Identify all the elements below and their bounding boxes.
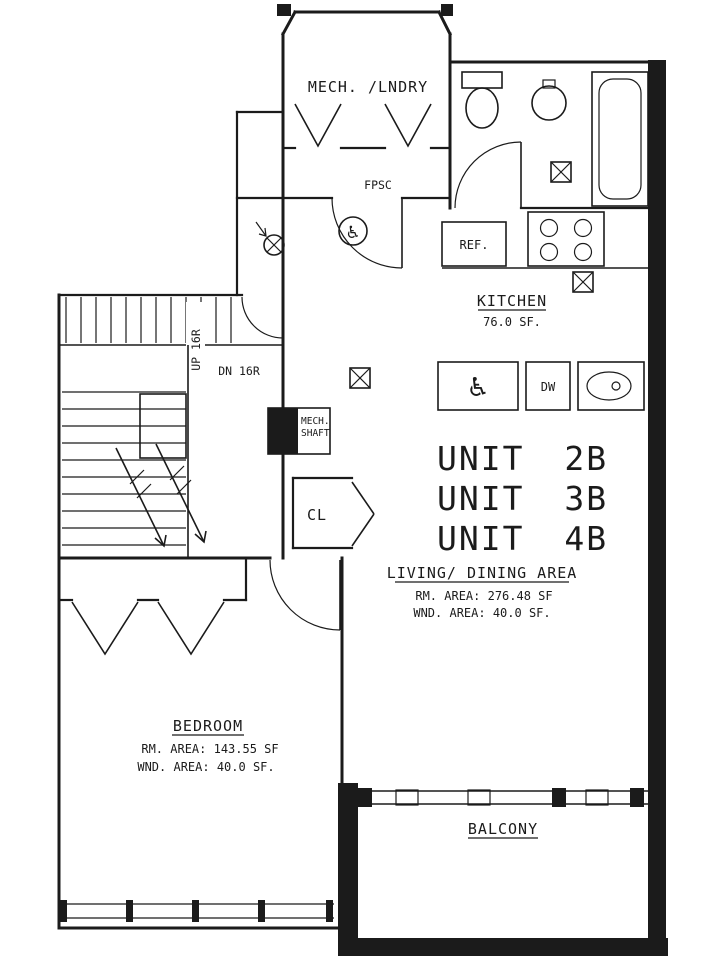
stair-door-swing: [241, 296, 284, 339]
unit-title-2: UNIT 3B: [437, 479, 608, 518]
bedroom-window: [60, 900, 334, 922]
balcony-bottom-wall: [338, 938, 668, 956]
living-dining-label: LIVING/ DINING AREA: [387, 564, 578, 582]
closet-door-icon: [351, 481, 375, 515]
unit-title-1: UNIT 2B: [437, 439, 608, 478]
mech-lndry-room: MECH. /LNDRY: [280, 9, 453, 560]
entry-door-swing: [331, 197, 403, 269]
kitchen: REF. KITCHEN 76.0 SF. ♿ DW: [349, 211, 648, 411]
dishwasher-label: DW: [541, 380, 556, 394]
keynote-arrow-icon: [258, 227, 267, 237]
toilet-icon: [465, 87, 499, 129]
toilet-tank: [461, 71, 503, 89]
thick-walls: [277, 4, 668, 956]
bedroom: BEDROOM RM. AREA: 143.55 SF WND. AREA: 4…: [57, 556, 350, 930]
bathtub-icon: [591, 71, 649, 207]
junction-box-icon: [349, 367, 371, 389]
range-stove: [527, 211, 605, 267]
dishwasher: [525, 361, 571, 411]
wheelchair-icon: ♿: [466, 373, 489, 403]
closet: CL: [291, 476, 375, 550]
mech-lndry-label: MECH. /LNDRY: [308, 78, 428, 96]
kitchen-label: KITCHEN: [477, 292, 547, 310]
stair-treads-upper: [65, 297, 232, 343]
burner-icon: [573, 242, 593, 262]
bedroom-wnd-area-label: WND. AREA: 40.0 SF.: [137, 760, 274, 774]
column: [277, 4, 291, 16]
stair-treads-lower: [62, 391, 186, 546]
accessible-counter: [437, 361, 519, 411]
mech-shaft-label-2: SHAFT: [301, 428, 330, 439]
balcony: BALCONY: [358, 788, 648, 839]
closet-label: CL: [307, 506, 327, 524]
right-exterior-wall: [648, 60, 666, 956]
balcony-left-wall: [338, 783, 358, 951]
mech-shaft-label-1: MECH.: [301, 416, 330, 427]
column: [441, 4, 453, 16]
bifold-door-icon: [71, 601, 139, 656]
bedroom-rm-area-label: RM. AREA: 143.55 SF: [141, 742, 278, 756]
burner-icon: [573, 218, 593, 238]
closet-door-icon: [351, 513, 375, 547]
entry-corridor: FPSC ♿: [235, 110, 452, 297]
balcony-window-wall: [358, 788, 648, 807]
bedroom-label: BEDROOM: [173, 717, 243, 735]
label-mask: [186, 302, 205, 392]
stairs-up-label: UP 16R: [189, 329, 203, 371]
light-fixture-icon: [263, 234, 285, 256]
faucet-icon: [542, 79, 556, 89]
junction-box-icon: [572, 271, 594, 293]
wheelchair-icon: ♿: [345, 223, 360, 243]
mech-shaft: MECH. SHAFT: [267, 407, 331, 455]
bifold-door-icon: [157, 601, 225, 656]
junction-box-icon: [550, 161, 572, 183]
fpsc-label: FPSC: [364, 178, 392, 192]
kitchen-area-label: 76.0 SF.: [483, 315, 541, 329]
lavatory-sink-icon: [531, 85, 567, 121]
refrigerator: [441, 221, 507, 267]
burner-icon: [539, 218, 559, 238]
accessible-entry-circle: [338, 216, 368, 246]
balcony-label: BALCONY: [468, 820, 538, 838]
mech-shaft-fill: [268, 408, 298, 454]
bathroom: [448, 60, 652, 210]
bifold-door-icon: [384, 103, 432, 148]
kitchen-sink-counter: [577, 361, 645, 411]
unit-title-3: UNIT 4B: [437, 519, 608, 558]
stairs-down-label: DN 16R: [218, 364, 260, 378]
bedroom-door-swing: [269, 559, 341, 631]
living-wnd-area-label: WND. AREA: 40.0 SF.: [413, 606, 550, 620]
stairwell: UP 16R DN 16R: [57, 293, 284, 930]
drain-icon: [611, 381, 621, 391]
burner-icon: [539, 242, 559, 262]
living-dining-area: LIVING/ DINING AREA RM. AREA: 276.48 SF …: [387, 564, 578, 620]
kitchen-sink-icon: [586, 371, 632, 401]
bath-door-swing: [454, 141, 522, 209]
living-rm-area-label: RM. AREA: 276.48 SF: [415, 589, 552, 603]
refrigerator-label: REF.: [460, 238, 489, 252]
bifold-door-icon: [294, 103, 342, 148]
unit-titles: UNIT 2B UNIT 3B UNIT 4B: [437, 439, 608, 558]
bathtub-basin: [598, 78, 642, 200]
stair-direction-arrows: [115, 443, 207, 548]
